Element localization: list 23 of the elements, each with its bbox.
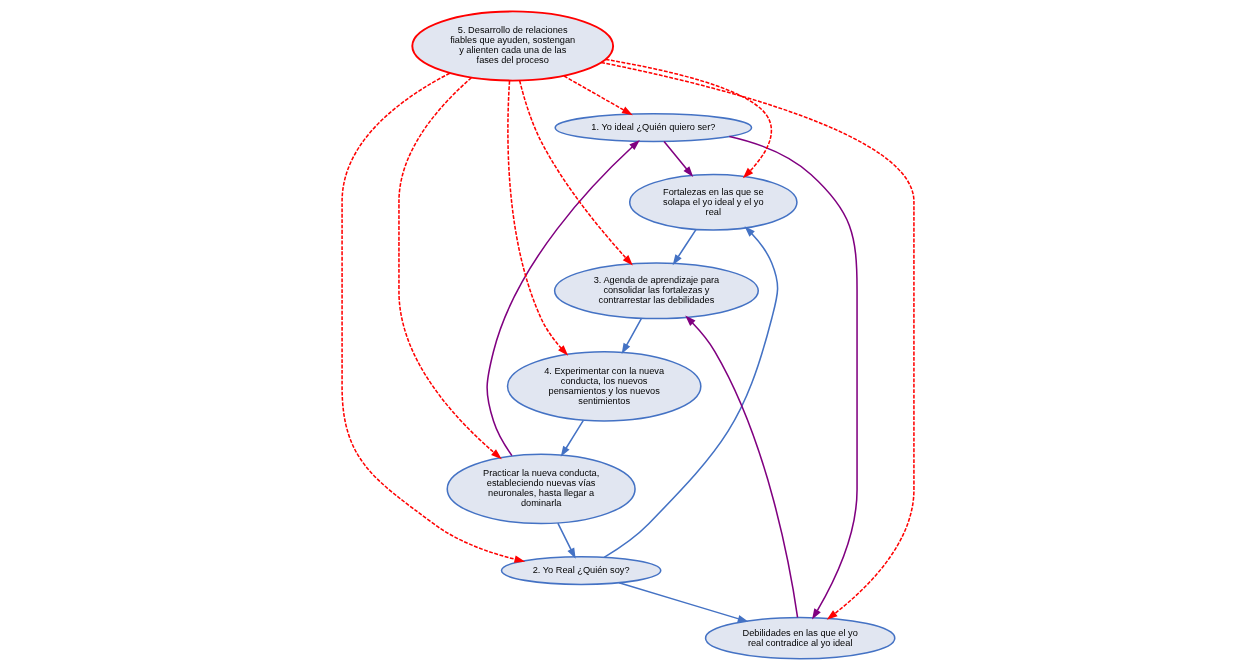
arrow	[603, 226, 779, 559]
arrow	[672, 228, 697, 266]
arrow	[685, 315, 799, 619]
arrow	[663, 140, 694, 178]
arrow	[563, 75, 633, 116]
arrow	[341, 72, 526, 563]
arrow	[560, 419, 585, 457]
arrow	[728, 135, 858, 620]
arrow	[605, 58, 773, 179]
arrow	[507, 80, 569, 356]
arrow	[486, 140, 640, 457]
arrow	[618, 582, 749, 623]
arrow	[600, 61, 915, 620]
arrow	[557, 522, 576, 559]
arrow	[518, 80, 633, 266]
node-ellipse: 5. Desarrollo de relaciones fiables que ayuden, sostengan y alienten cada una de las fases del proceso	[411, 10, 615, 82]
node-ellipse: 1. Yo ideal ¿Quién quiero ser?	[554, 113, 753, 143]
arrow	[621, 317, 643, 355]
node-ellipse: 4. Experimentar con la nueva conducta, los nuevos pensamientos y los nuevos sentimientos	[506, 350, 702, 422]
node-ellipse: Practicar la nueva conducta, estableciendo nuevas vías neuronales, hasta llegar a dominarla	[446, 453, 636, 525]
node-ellipse: Fortalezas en las que se solapa el yo ideal y el yo real	[628, 173, 798, 231]
arrow	[398, 77, 502, 460]
node-ellipse: 3. Agenda de aprendizaje para consolidar las fortalezas y contrarrestar las debilidades	[553, 262, 759, 320]
